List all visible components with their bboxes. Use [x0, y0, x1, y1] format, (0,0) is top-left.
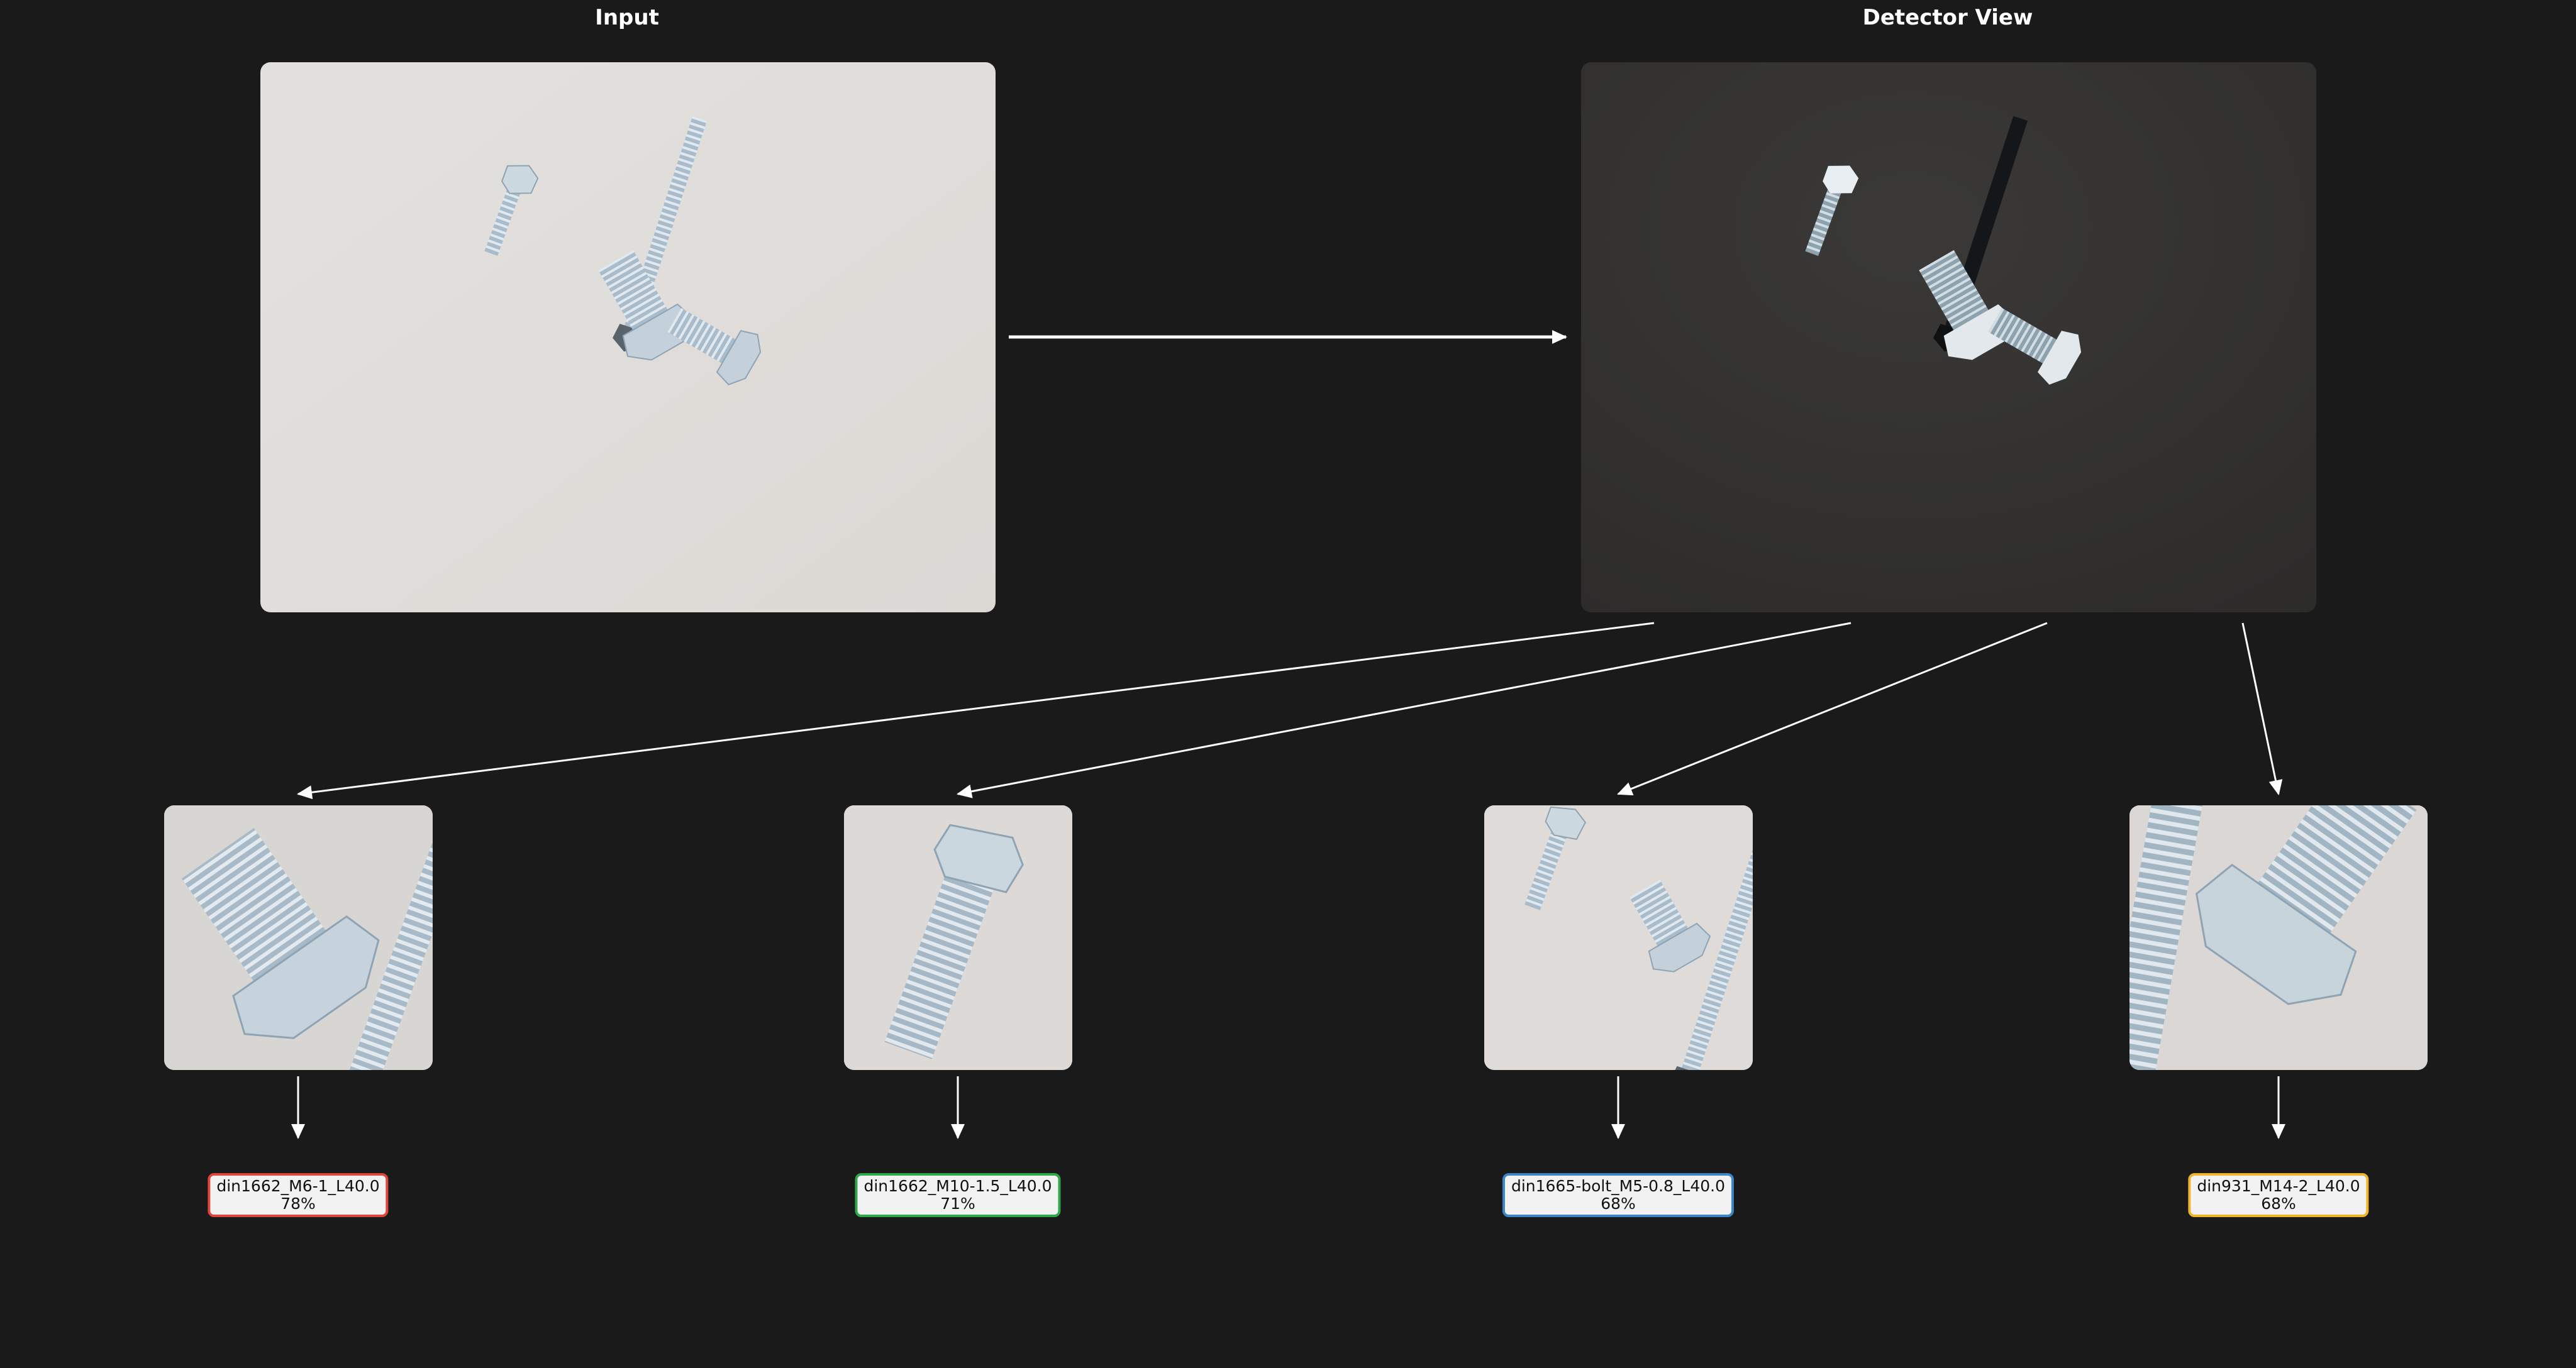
detection-crop-1: [164, 805, 433, 1070]
detector-to-crop-1-arrow: [297, 622, 1655, 800]
detection-score-text: 68%: [1601, 1194, 1636, 1213]
detector-to-crop-4-arrow: [2241, 622, 2283, 795]
detection-score-text: 68%: [2261, 1194, 2296, 1213]
detection-score-text: 71%: [940, 1194, 975, 1213]
detection-crop-2: [844, 805, 1072, 1070]
detection-crop-3: [1484, 805, 1753, 1070]
detector-to-crop-2-arrow: [957, 622, 1852, 798]
detection-label-text: din1662_M6-1_L40.0: [216, 1177, 380, 1195]
detection-score-text: 78%: [280, 1194, 316, 1213]
detection-label-3: din1665-bolt_M5-0.8_L40.0 68%: [1502, 1173, 1735, 1217]
detection-label-text: din1662_M10-1.5_L40.0: [863, 1177, 1052, 1195]
detection-label-text: din1665-bolt_M5-0.8_L40.0: [1511, 1177, 1726, 1195]
detector-to-crop-3-arrow: [1617, 622, 2048, 796]
detection-label-text: din931_M14-2_L40.0: [2197, 1177, 2360, 1195]
input-title: Input: [595, 5, 659, 30]
detector-view-image: [1581, 62, 2316, 612]
detection-label-2: din1662_M10-1.5_L40.0 71%: [855, 1173, 1061, 1217]
detection-crop-4: [2129, 805, 2428, 1070]
detection-label-1: din1662_M6-1_L40.0 78%: [208, 1173, 389, 1217]
detector-view-title: Detector View: [1862, 5, 2033, 30]
detection-label-4: din931_M14-2_L40.0 68%: [2188, 1173, 2369, 1217]
input-image: [260, 62, 996, 612]
